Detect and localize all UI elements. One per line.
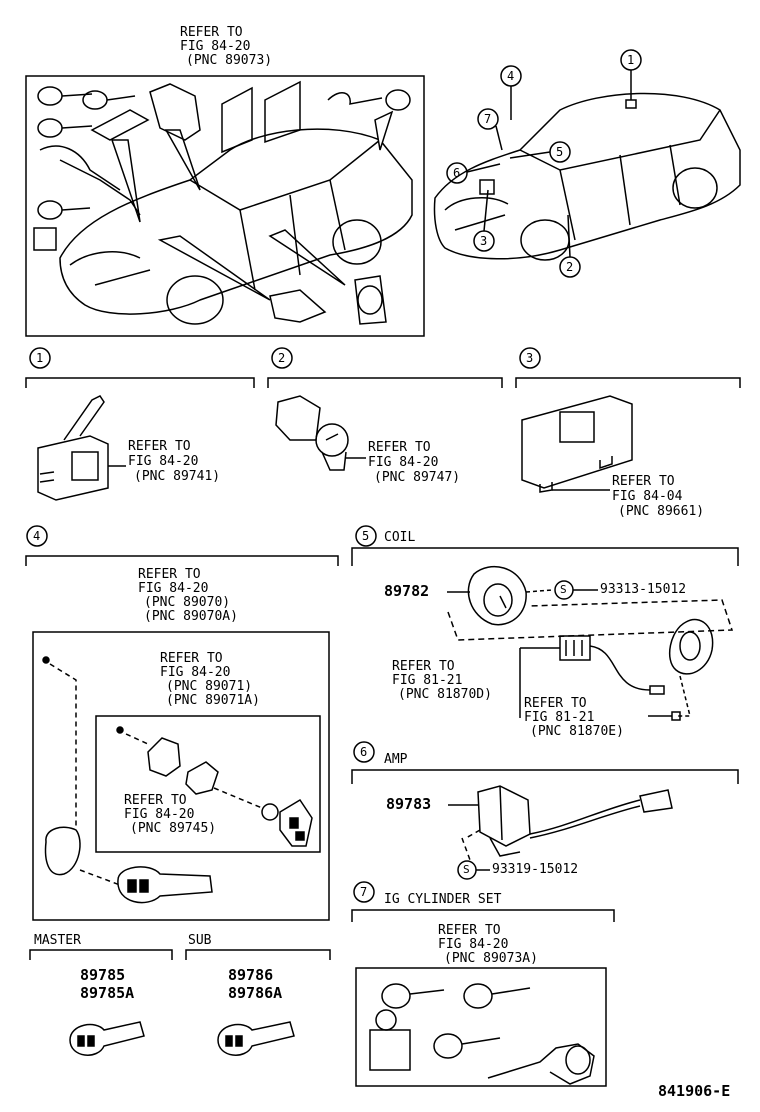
- callout-6: 6: [453, 166, 461, 180]
- master-title: MASTER: [34, 933, 81, 948]
- s5a-ref-line1: REFER TO: [392, 659, 455, 674]
- s3-ref-line2: FIG 84-04: [612, 489, 683, 504]
- ig-cylinder-box: [355, 967, 607, 1087]
- section-2-number: 2: [278, 351, 286, 365]
- section-4-circle: [26, 525, 48, 547]
- s2-ref-line3: (PNC 89747): [374, 470, 461, 485]
- s4b-ref-line1: REFER TO: [160, 651, 223, 666]
- s4b-ref-line2: FIG 84-20: [160, 665, 231, 680]
- callout-4: 4: [507, 69, 515, 83]
- section-5-bracket: [351, 547, 739, 566]
- section-7-number: 7: [360, 885, 368, 899]
- section-1-circle: [29, 347, 51, 369]
- s7-ref-line1: REFER TO: [438, 923, 501, 938]
- master-key-drawing: [69, 1021, 145, 1056]
- exploded-car-drawing: [33, 80, 413, 325]
- top-ref-line2: FIG 84-20: [180, 39, 251, 54]
- s7-ref-line2: FIG 84-20: [438, 937, 509, 952]
- s5-part-number: 89782: [384, 582, 430, 600]
- s1-ref-line3: (PNC 89741): [134, 469, 221, 484]
- module-1-drawing: [37, 395, 109, 501]
- section-3-number: 3: [526, 351, 534, 365]
- callout-1: 1: [627, 53, 635, 67]
- s4a-ref-line2: FIG 84-20: [138, 581, 209, 596]
- callout-5: 5: [556, 145, 564, 159]
- top-ref-line3: (PNC 89073): [186, 53, 273, 68]
- exploded-view-box: [25, 75, 425, 337]
- s2-ref-line2: FIG 84-20: [368, 455, 439, 470]
- s5b-ref-line1: REFER TO: [524, 696, 587, 711]
- s4b-ref-line3: (PNC 89071): [166, 679, 253, 694]
- switch-2-drawing: [275, 395, 349, 471]
- s6-part-number: 89783: [386, 795, 432, 813]
- s6-title: AMP: [384, 752, 408, 767]
- section-5-circle: [355, 525, 377, 547]
- s5-bolt-number: 93313-15012: [600, 582, 687, 597]
- sub-part-2: 89786A: [228, 984, 283, 1002]
- section-3-circle: [519, 347, 541, 369]
- sub-key-drawing: [217, 1021, 295, 1056]
- s3-ref-line3: (PNC 89661): [618, 504, 705, 519]
- key-4-drawing: [42, 656, 313, 904]
- section-7-bracket: [351, 909, 615, 922]
- section-2-circle: [271, 347, 293, 369]
- coil-ref-leader: [519, 647, 560, 718]
- s5b-ref-line2: FIG 81-21: [524, 710, 595, 725]
- s4a-ref-line3: (PNC 89070): [144, 595, 231, 610]
- s3-ref-line1: REFER TO: [612, 474, 675, 489]
- master-part-2: 89785A: [80, 984, 135, 1002]
- callout-circle-7: [477, 108, 499, 130]
- master-part-1: 89785: [80, 966, 126, 984]
- s5-title: COIL: [384, 530, 416, 545]
- section-4-bracket: [25, 555, 339, 566]
- ecu-3-drawing: [521, 395, 633, 493]
- section-2-bracket: [267, 377, 503, 388]
- sub-part-1: 89786: [228, 966, 274, 984]
- s6-s-letter: S: [463, 863, 470, 876]
- section-1-bracket: [25, 377, 255, 388]
- callout-7: 7: [484, 112, 492, 126]
- section-6-number: 6: [360, 745, 368, 759]
- s7-title: IG CYLINDER SET: [384, 892, 502, 907]
- s4a-ref-line1: REFER TO: [138, 567, 201, 582]
- s4c-ref-line1: REFER TO: [124, 793, 187, 808]
- section-1-number: 1: [36, 351, 44, 365]
- master-bracket: [29, 949, 173, 960]
- section-5-number: 5: [362, 529, 370, 543]
- sub-title: SUB: [188, 933, 212, 948]
- s4a-ref-line4: (PNC 89070A): [144, 609, 238, 624]
- diagram-code: 841906-E: [658, 1082, 731, 1100]
- transmitter-box: [95, 715, 321, 853]
- section-6-circle: [353, 741, 375, 763]
- section-4-number: 4: [33, 529, 41, 543]
- section-6-bracket: [351, 769, 739, 784]
- s1-ref-line1: REFER TO: [128, 439, 191, 454]
- callout-circle-6: [446, 162, 468, 184]
- s4c-ref-line3: (PNC 89745): [130, 821, 217, 836]
- coil-5-drawing: [447, 565, 734, 721]
- callout-3: 3: [480, 234, 488, 248]
- s5-s-letter: S: [560, 583, 567, 596]
- s5b-ref-line3: (PNC 81870E): [530, 724, 624, 739]
- s7-ref-line3: (PNC 89073A): [444, 951, 538, 966]
- sub-bracket: [185, 949, 331, 960]
- top-ref-line1: REFER TO: [180, 25, 243, 40]
- s5a-ref-line2: FIG 81-21: [392, 673, 463, 688]
- s2-ref-line1: REFER TO: [368, 440, 431, 455]
- s6-bolt-number: 93319-15012: [492, 862, 579, 877]
- s1-ref-line2: FIG 84-20: [128, 454, 199, 469]
- s4c-ref-line2: FIG 84-20: [124, 807, 195, 822]
- key-assembly-box: [32, 631, 330, 921]
- s4b-ref-line4: (PNC 89071A): [166, 693, 260, 708]
- section-7-circle: [353, 881, 375, 903]
- callout-2: 2: [566, 260, 574, 274]
- ig-cylinder-7-drawing: [369, 983, 595, 1085]
- s5a-ref-line3: (PNC 81870D): [398, 687, 492, 702]
- amp-6-drawing: [461, 785, 673, 861]
- section-3-bracket: [515, 377, 741, 388]
